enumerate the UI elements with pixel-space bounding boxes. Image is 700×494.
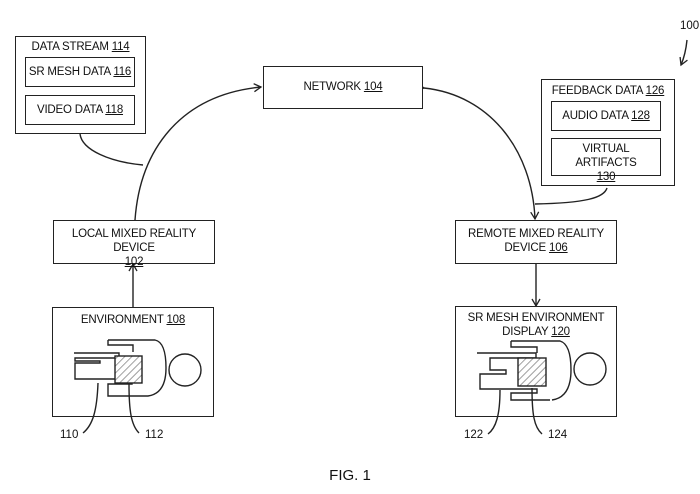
local-device-label: LOCAL MIXED REALITY DEVICE xyxy=(71,228,197,254)
headset-outline xyxy=(74,352,139,397)
callout-line-112 xyxy=(128,383,140,434)
remote-device-ref: 106 xyxy=(549,242,568,254)
sr-display-ref: 120 xyxy=(551,326,570,338)
callout-124: 124 xyxy=(548,429,568,441)
callout-line-110 xyxy=(82,382,99,434)
data-stream-label: DATA STREAM xyxy=(31,41,109,53)
video-data-label: VIDEO DATA xyxy=(36,104,103,116)
arc-network-remote xyxy=(416,82,540,221)
environment-box: ENVIRONMENT 108 xyxy=(52,307,214,417)
network-label: NETWORK xyxy=(303,81,362,93)
figure-caption: FIG. 1 xyxy=(329,467,371,484)
callout-line-122 xyxy=(487,389,501,435)
remote-device-label: REMOTE MIXED REALITY xyxy=(468,228,604,240)
sr-mesh-data-box: SR MESH DATA 116 xyxy=(25,57,135,87)
feedback-data-ref: 126 xyxy=(645,85,665,97)
sr-display-box: SR MESH ENVIRONMENT DISPLAY 120 xyxy=(455,306,617,417)
virtual-artifacts-ref: 130 xyxy=(596,171,616,183)
connector-data-stream xyxy=(79,133,144,166)
local-device-ref: 102 xyxy=(124,256,144,268)
remote-device-label-line2: DEVICE xyxy=(504,242,547,254)
callout-110: 110 xyxy=(60,429,79,441)
sr-display-scene-illustration xyxy=(477,340,607,435)
user-body-outline xyxy=(107,339,167,397)
audio-data-box: AUDIO DATA 128 xyxy=(551,101,661,131)
audio-data-ref: 128 xyxy=(631,110,650,122)
video-data-box: VIDEO DATA 118 xyxy=(25,95,135,125)
environment-scene-illustration xyxy=(74,339,202,434)
round-object xyxy=(168,353,202,387)
network-ref: 104 xyxy=(363,81,383,93)
arc-local-network xyxy=(129,83,263,228)
hatched-square xyxy=(517,357,547,387)
callout-112: 112 xyxy=(145,429,164,441)
sr-mesh-data-label: SR MESH DATA xyxy=(28,66,111,78)
audio-data-label: AUDIO DATA xyxy=(562,110,629,122)
figure-ref-number: 100 xyxy=(680,20,700,32)
data-stream-ref: 114 xyxy=(111,41,130,53)
network-box: NETWORK 104 xyxy=(263,66,423,109)
sr-display-label-line2: DISPLAY xyxy=(502,326,549,338)
callout-line-124 xyxy=(531,387,543,435)
callout-122: 122 xyxy=(464,429,484,441)
sr-display-label: SR MESH ENVIRONMENT xyxy=(467,312,605,324)
feedback-data-box: FEEDBACK DATA 126 AUDIO DATA 128 VIRTUAL… xyxy=(541,79,675,186)
data-stream-box: DATA STREAM 114 SR MESH DATA 116 VIDEO D… xyxy=(15,36,146,134)
virtual-artifacts-box: VIRTUAL ARTIFACTS 130 xyxy=(551,138,661,183)
environment-ref: 108 xyxy=(166,314,186,326)
round-object xyxy=(573,352,607,386)
remote-device-box: REMOTE MIXED REALITY DEVICE 106 xyxy=(455,220,617,264)
user-body-outline xyxy=(510,340,572,401)
hatched-square xyxy=(114,355,143,384)
video-data-ref: 118 xyxy=(105,104,124,116)
connector-feedback xyxy=(534,187,608,205)
sr-mesh-data-ref: 116 xyxy=(113,66,132,78)
environment-label: ENVIRONMENT xyxy=(80,314,164,326)
figure-ref-arrow xyxy=(679,39,688,67)
feedback-data-label: FEEDBACK DATA xyxy=(551,85,643,97)
virtual-artifacts-label: VIRTUAL ARTIFACTS xyxy=(575,143,637,169)
local-device-box: LOCAL MIXED REALITY DEVICE 102 xyxy=(53,220,215,268)
data-stream-title: DATA STREAM 114 xyxy=(16,40,145,54)
